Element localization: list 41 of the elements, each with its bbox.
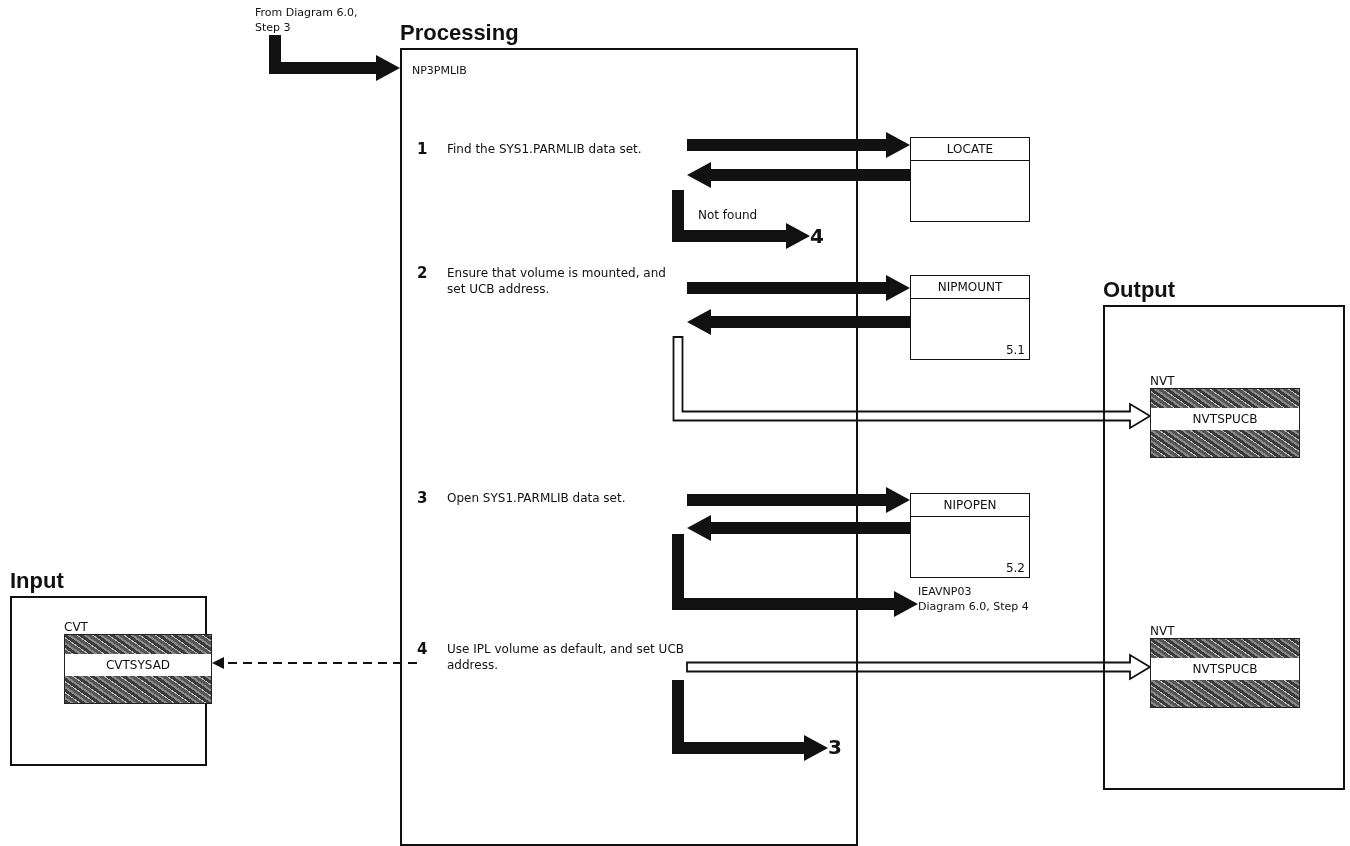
edge-label: Not found [696,208,760,222]
step-number: 2 [417,264,428,282]
module-name: NIPMOUNT [911,276,1029,299]
field-name: CVTSYSAD [65,654,211,676]
hollow-arrow [672,336,1152,430]
dashed-arrow [212,657,418,669]
arrow [687,309,910,335]
step-text: Open SYS1.PARMLIB data set. [447,490,627,507]
arrow [687,162,910,188]
arrow [687,515,910,541]
field-name: NVTSPUCB [1151,658,1299,680]
module-name: LOCATE [911,138,1029,161]
arrow [269,35,400,81]
section-heading: Input [10,567,65,595]
module-name: NP3PMLIB [412,64,467,77]
diagram-reference: 5.1 [1005,343,1025,357]
connector-text: From Diagram 6.0, Step 3 [255,5,359,35]
arrow [687,132,910,158]
arrow [687,487,910,513]
step-text: Find the SYS1.PARMLIB data set. [447,141,643,158]
control-block-name: NVT [1150,374,1175,388]
field-name: NVTSPUCB [1151,408,1299,430]
step-text: Use IPL volume as default, and set UCB address. [447,641,685,674]
hollow-arrow [686,653,1152,681]
arrow [672,534,918,617]
control-block-name: CVT [64,620,88,634]
control-block-name: NVT [1150,624,1175,638]
section-heading: Output [1103,276,1177,304]
arrow [672,680,828,761]
step-text: Ensure that volume is mounted, and set UCB address. [447,265,667,298]
connector-text: IEAVNP03 [918,584,973,599]
connector-number: 3 [828,735,842,759]
module-name: NIPOPEN [911,494,1029,517]
arrow [687,275,910,301]
section-heading: Processing [400,19,520,47]
connector-text: Diagram 6.0, Step 4 [918,599,1030,614]
diagram-reference: 5.2 [1005,561,1025,575]
step-number: 4 [417,640,428,658]
connector-number: 4 [810,224,824,248]
step-number: 1 [417,140,428,158]
step-number: 3 [417,489,428,507]
